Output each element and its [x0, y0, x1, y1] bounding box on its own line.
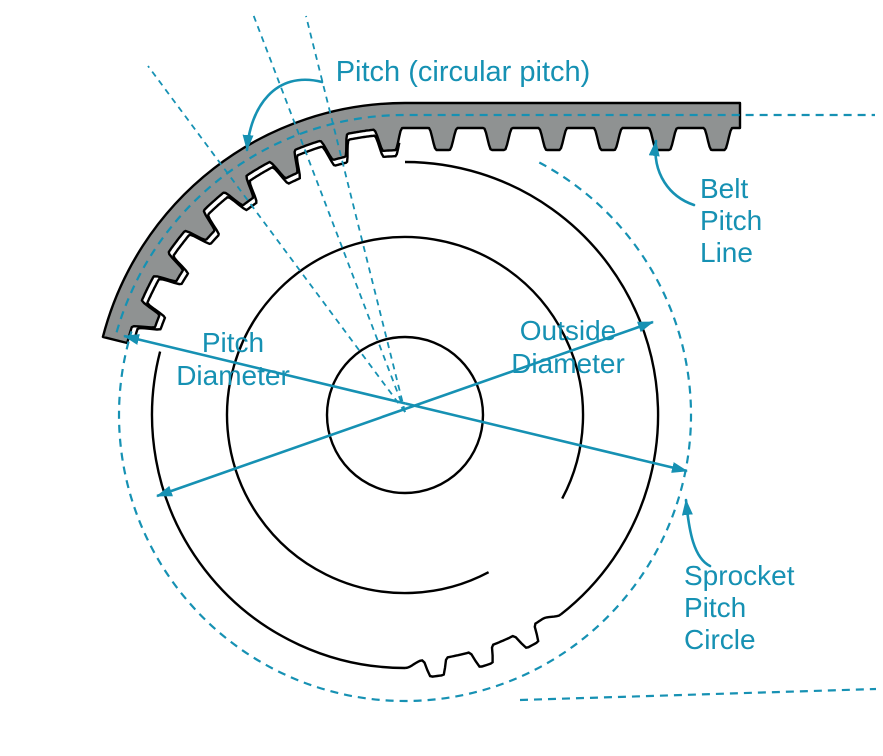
pitch-callout-arrow [242, 78, 324, 152]
sprocket-pitch-circle-label-3: Circle [684, 624, 756, 655]
outside-diameter-arrow-left [156, 407, 406, 498]
pitch-diameter-arrow-left [123, 334, 406, 405]
sprocket-engagement-line [132, 134, 401, 341]
bottom-tangent-dashed-line [519, 687, 877, 702]
sprocket-bottom-teeth [404, 613, 562, 678]
belt-pitch-line-dashed [115, 113, 875, 333]
belt-pitch-line-label-2: Pitch [700, 205, 762, 236]
sprocket-inner-arc [225, 235, 585, 595]
belt-pitch-line-label-1: Belt [700, 173, 748, 204]
belt-pitch-line-callout-arrow [648, 139, 696, 207]
sprocket-outside-circle-left [150, 351, 406, 670]
timing-belt [101, 101, 742, 345]
pitch-diameter-label-2: Diameter [176, 360, 290, 391]
pitch-ray-middle [252, 13, 406, 413]
sprocket-pitch-circle-label-2: Pitch [684, 592, 746, 623]
sprocket-bore-circle [325, 335, 485, 495]
sprocket-outside-circle-right [404, 160, 660, 616]
pitch-diameter-arrow-right [405, 402, 688, 473]
pitch-ray-left [147, 65, 406, 413]
belt-pitch-line-label-3: Line [700, 237, 753, 268]
pitch-title-label: Pitch (circular pitch) [336, 56, 591, 88]
outside-diameter-label-2: Diameter [511, 348, 625, 379]
outside-diameter-label-1: Outside [520, 315, 617, 346]
sprocket-pitch-circle-label-1: Sprocket [684, 560, 795, 591]
sprocket-pitch-circle-callout-arrow [681, 498, 712, 568]
outside-diameter-arrow-right [404, 320, 654, 411]
sprocket-pitch-circle-dashed [117, 161, 693, 703]
pitch-ray-right [305, 15, 406, 413]
pitch-diameter-label-1: Pitch [202, 327, 264, 358]
